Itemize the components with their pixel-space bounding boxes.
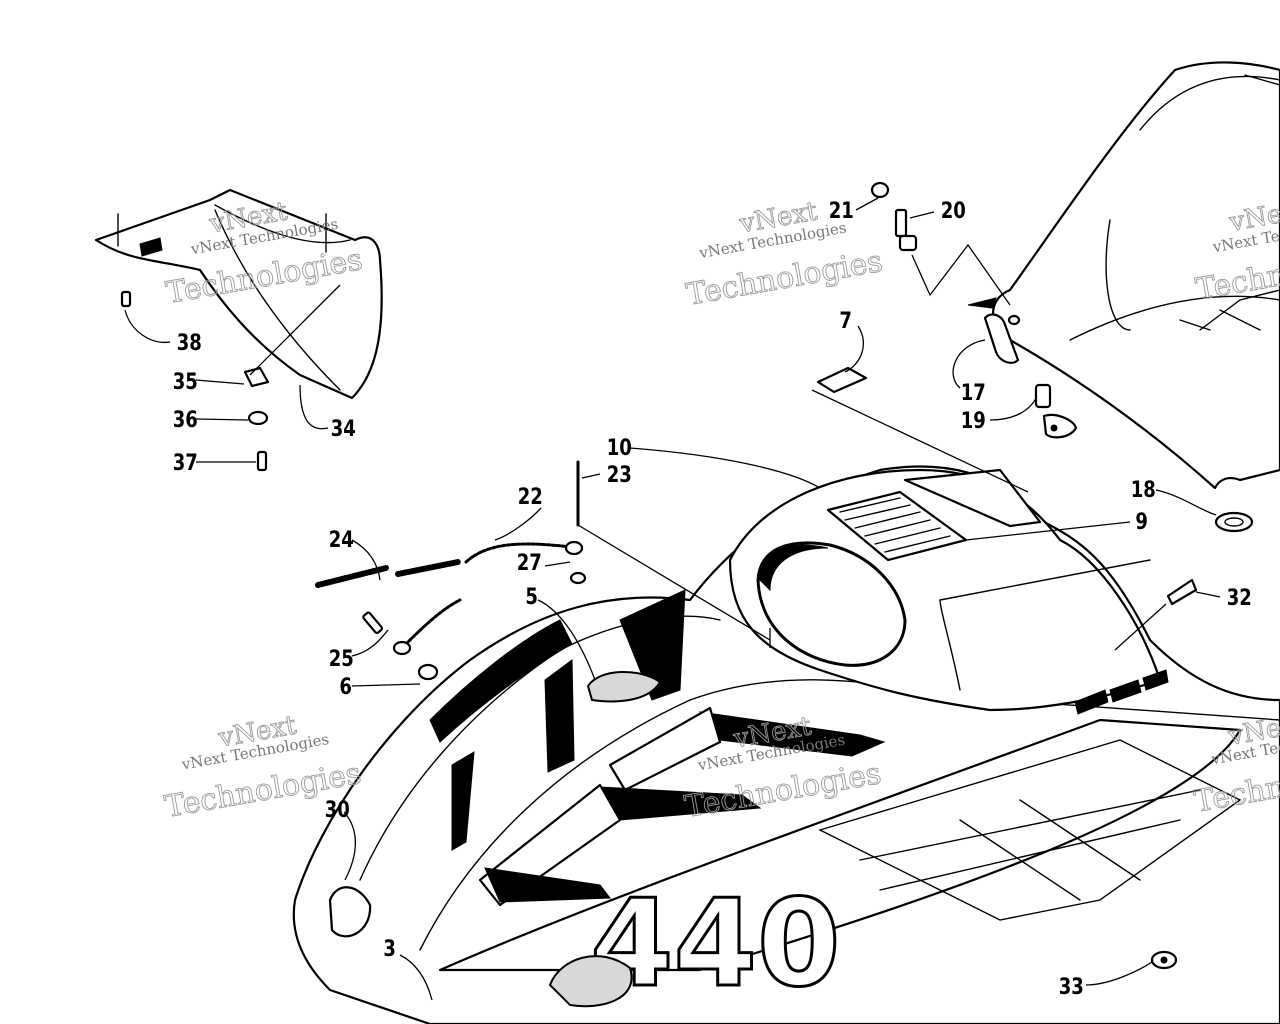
decal-7 — [816, 366, 868, 394]
callout-33: 33 — [1059, 973, 1084, 999]
tether-cable-22 — [464, 540, 584, 564]
callout-22: 22 — [518, 483, 543, 509]
callout-27: 27 — [517, 549, 542, 575]
windshield-screw-19 — [1034, 383, 1078, 439]
leader-lines — [124, 197, 1221, 1001]
callout-19: 19 — [961, 407, 986, 433]
tether-spring-24 — [315, 559, 461, 588]
callout-35: 35 — [173, 368, 198, 394]
callout-34: 34 — [331, 415, 356, 441]
callout-9: 9 — [1135, 508, 1148, 534]
callout-38: 38 — [177, 329, 202, 355]
callout-24: 24 — [329, 526, 354, 552]
tether-cable-25 — [362, 598, 462, 681]
callout-3: 3 — [383, 935, 396, 961]
windshield — [992, 61, 1280, 490]
callout-25: 25 — [329, 645, 354, 671]
hood: 440 — [292, 465, 1280, 1024]
callout-32: 32 — [1227, 584, 1252, 610]
callouts: 38 35 36 37 34 21 20 7 17 19 18 10 23 9 … — [173, 197, 1252, 999]
rivet-23 — [569, 460, 587, 585]
screw-20 — [870, 181, 918, 252]
chain-guard — [94, 188, 383, 472]
rivet-32 — [1166, 578, 1198, 606]
callout-17: 17 — [961, 379, 986, 405]
grommet-18 — [1214, 511, 1254, 533]
callout-20: 20 — [941, 197, 966, 223]
callout-36: 36 — [173, 406, 198, 432]
callout-23: 23 — [607, 461, 632, 487]
windshield-bracket — [967, 297, 1021, 364]
callout-18: 18 — [1131, 476, 1156, 502]
callout-21: 21 — [829, 197, 854, 223]
callout-37: 37 — [173, 449, 198, 475]
callout-30: 30 — [325, 796, 350, 822]
hood-decal-lettering: 440 — [590, 875, 841, 1014]
callout-10: 10 — [607, 434, 632, 460]
callout-5: 5 — [525, 583, 538, 609]
callout-6: 6 — [339, 673, 352, 699]
callout-7: 7 — [839, 307, 852, 333]
